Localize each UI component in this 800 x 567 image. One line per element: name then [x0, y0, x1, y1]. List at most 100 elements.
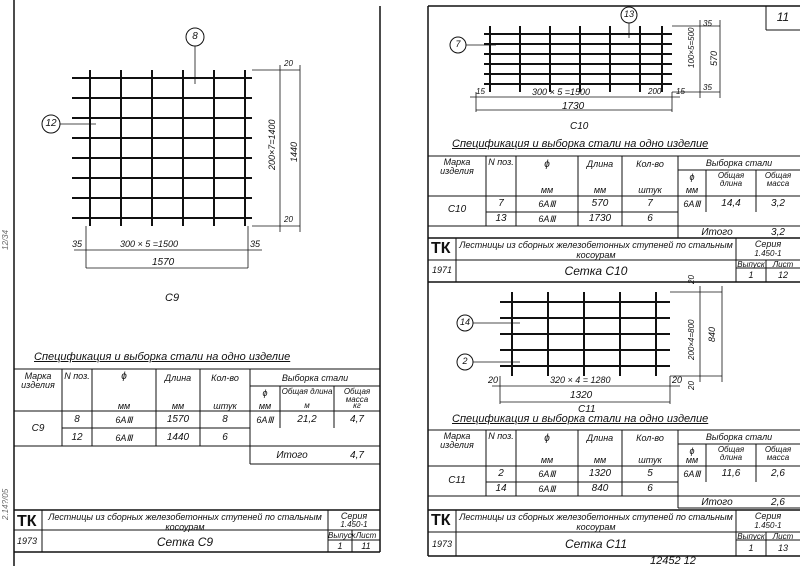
- cell-sel-mass: 3,2: [771, 198, 785, 209]
- cell-len: 1320: [588, 468, 612, 479]
- c10-mesh: [484, 26, 672, 92]
- cell-sel-dia: 6AⅢ: [256, 415, 274, 425]
- th-selection: Выборка стали: [281, 373, 349, 383]
- cell-pos: 13: [495, 213, 507, 224]
- th-pos: N поз.: [64, 371, 90, 381]
- cell-pos: 12: [71, 432, 83, 443]
- th-dia: ϕ: [544, 433, 550, 444]
- cell-dia: 6AⅢ: [115, 415, 133, 425]
- drawing-title: С11: [578, 404, 596, 415]
- cell-sel-len: 11,6: [721, 468, 741, 479]
- stamp-series-label: Серия: [340, 511, 368, 521]
- unit-m: м: [304, 401, 310, 410]
- dim-left: 35: [72, 239, 83, 249]
- stamp-description: Лестницы из сборных железобетонных ступе…: [48, 512, 322, 532]
- th-total-mass: Общая масса: [764, 445, 792, 462]
- dim-bottom: 35: [703, 83, 712, 92]
- dim-top: 20: [687, 275, 696, 284]
- dim-right: 15: [676, 87, 685, 96]
- dim-vertical-spacing: 200×7=1400: [267, 119, 277, 170]
- stamp-tk: ТК: [17, 513, 37, 530]
- footer-code: 12452 12: [650, 555, 696, 567]
- th-len: Длина: [164, 373, 192, 383]
- callout-pos-13: 13: [623, 9, 634, 19]
- dim-right: 200: [648, 87, 662, 96]
- c9-mesh: [72, 70, 252, 226]
- th-qty: Кол-во: [636, 159, 664, 169]
- unit-mm-sel: мм: [685, 455, 699, 465]
- stamp-year: 1971: [432, 265, 453, 275]
- callout-pos-2: 2: [462, 356, 468, 366]
- cell-pos: 14: [495, 483, 507, 494]
- stamp-name: Сетка С10: [564, 264, 628, 278]
- callout-pos-14: 14: [459, 317, 470, 327]
- stamp-name: Сетка С11: [565, 537, 627, 551]
- total-label: Итого: [701, 227, 733, 238]
- stamp-series: 1.450-1: [754, 521, 782, 530]
- th-mark: Марка изделия: [21, 371, 55, 390]
- dim-spacing: 320 × 4 = 1280: [550, 375, 611, 385]
- dim-left: 15: [476, 87, 485, 96]
- cell-qty: 6: [647, 213, 653, 224]
- cell-sel-dia: 6AⅢ: [683, 199, 701, 209]
- stamp-issue-label: Выпуск: [328, 531, 356, 540]
- cell-sel-len: 21,2: [297, 414, 317, 425]
- stamp-description: Лестницы из сборных железобетонных ступе…: [459, 512, 733, 532]
- margin-note: 12/34: [1, 229, 10, 250]
- stamp-year: 1973: [17, 536, 38, 546]
- stamp-issue: 1: [748, 543, 754, 553]
- unit-pcs: штук: [213, 401, 237, 411]
- th-total-mass: Общая масса: [343, 387, 371, 404]
- cell-qty: 6: [222, 432, 228, 443]
- dim-vertical-spacing: 100×5=500: [687, 27, 696, 69]
- th-dia: ϕ: [544, 159, 550, 170]
- stamp-issue-label: Выпуск: [737, 260, 765, 269]
- cell-mark: С10: [447, 204, 467, 215]
- callout-pos-12: 12: [45, 118, 57, 129]
- dim-width: 1570: [152, 257, 175, 268]
- dim-spacing: 300 × 5 =1500: [120, 239, 179, 249]
- total-value: 4,7: [350, 450, 364, 461]
- drawing-title: С10: [570, 121, 589, 132]
- stamp-description: Лестницы из сборных железобетонных ступе…: [459, 240, 733, 260]
- cell-pos: 8: [74, 414, 80, 425]
- cell-pos: 2: [498, 468, 504, 479]
- dim-left: 20: [488, 375, 499, 385]
- unit-pcs: штук: [638, 185, 662, 195]
- dim-spacing: 300 × 5 =1500: [532, 87, 591, 97]
- callout-pos-7: 7: [455, 39, 461, 49]
- cell-len: 840: [591, 483, 609, 494]
- unit-mm-dia: мм: [540, 455, 554, 465]
- th-len: Длина: [586, 433, 614, 443]
- cell-mark: С9: [31, 423, 45, 434]
- dim-height: 840: [707, 326, 717, 342]
- stamp-series-label: Серия: [754, 511, 782, 521]
- unit-mm-len: мм: [593, 185, 607, 195]
- total-label: Итого: [276, 450, 308, 461]
- total-value: 3,2: [771, 227, 785, 238]
- dim-height: 570: [709, 50, 719, 66]
- cell-dia: 6AⅢ: [538, 484, 556, 494]
- cell-len: 1730: [588, 213, 612, 224]
- stamp-series: 1.450-1: [754, 249, 782, 258]
- cell-len: 1570: [166, 414, 190, 425]
- stamp-name: Сетка С9: [156, 535, 214, 549]
- stamp-issue-label: Выпуск: [737, 532, 765, 541]
- th-len: Длина: [586, 159, 614, 169]
- unit-mm-len: мм: [171, 401, 185, 411]
- unit-mm-sel: мм: [258, 401, 272, 411]
- th-qty: Кол-во: [636, 433, 664, 443]
- stamp-sheet: 11: [361, 541, 371, 551]
- callout-pos-8: 8: [192, 31, 198, 42]
- drawing-title: С9: [165, 292, 180, 304]
- cell-pos: 7: [498, 198, 504, 209]
- stamp-year: 1973: [432, 539, 453, 549]
- stamp-sheet-label: Лист: [772, 532, 794, 541]
- th-mark: Марка изделия: [440, 431, 474, 450]
- total-label: Итого: [701, 497, 733, 508]
- dim-height: 1440: [289, 141, 299, 162]
- unit-mm-dia: мм: [540, 185, 554, 195]
- th-total-len: Общая длина: [717, 171, 745, 188]
- cell-mark: С11: [448, 475, 466, 486]
